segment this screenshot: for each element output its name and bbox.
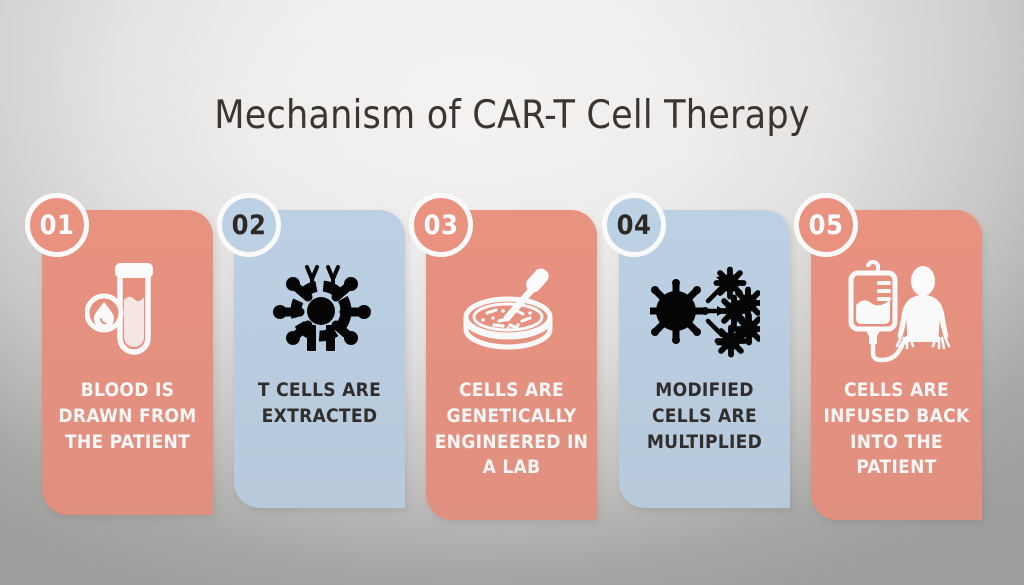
cell-multiplication-icon [619, 256, 790, 366]
step-card-4[interactable]: 04 [602, 193, 790, 508]
step-number-label: 05 [808, 209, 844, 241]
step-number-badge-3: 03 [409, 193, 473, 257]
step-number-badge-5: 05 [794, 193, 858, 257]
step-number-label: 01 [39, 209, 75, 241]
step-caption-3: Cells are genetically engineered in a la… [434, 379, 589, 479]
step-caption-5: Cells are infused back into the patient [823, 379, 970, 479]
step-card-5[interactable]: 05 [794, 193, 982, 520]
step-card-2[interactable]: 02 [217, 193, 405, 508]
page-title: Mechanism of CAR-T Cell Therapy [214, 93, 810, 138]
step-card-1[interactable]: 01 Blood is drawn from the patient [25, 193, 213, 515]
steps-container: 01 Blood is drawn from the patient [25, 193, 982, 530]
blood-test-tube-icon [42, 256, 213, 366]
step-card-3[interactable]: 03 [409, 193, 597, 520]
step-caption-4: Modified cells are multiplied [646, 379, 763, 453]
petri-dish-pipette-icon [426, 256, 597, 366]
step-number-badge-4: 04 [602, 193, 666, 257]
step-caption-1: Blood is drawn from the patient [58, 379, 197, 453]
step-number-label: 04 [616, 209, 652, 241]
step-number-label: 02 [231, 209, 267, 241]
step-number-badge-2: 02 [217, 193, 281, 257]
step-caption-2: T cells are extracted [257, 379, 382, 427]
iv-infusion-patient-icon [811, 256, 982, 366]
step-number-label: 03 [423, 209, 459, 241]
step-number-badge-1: 01 [25, 193, 89, 257]
t-cell-receptor-icon [234, 256, 405, 366]
